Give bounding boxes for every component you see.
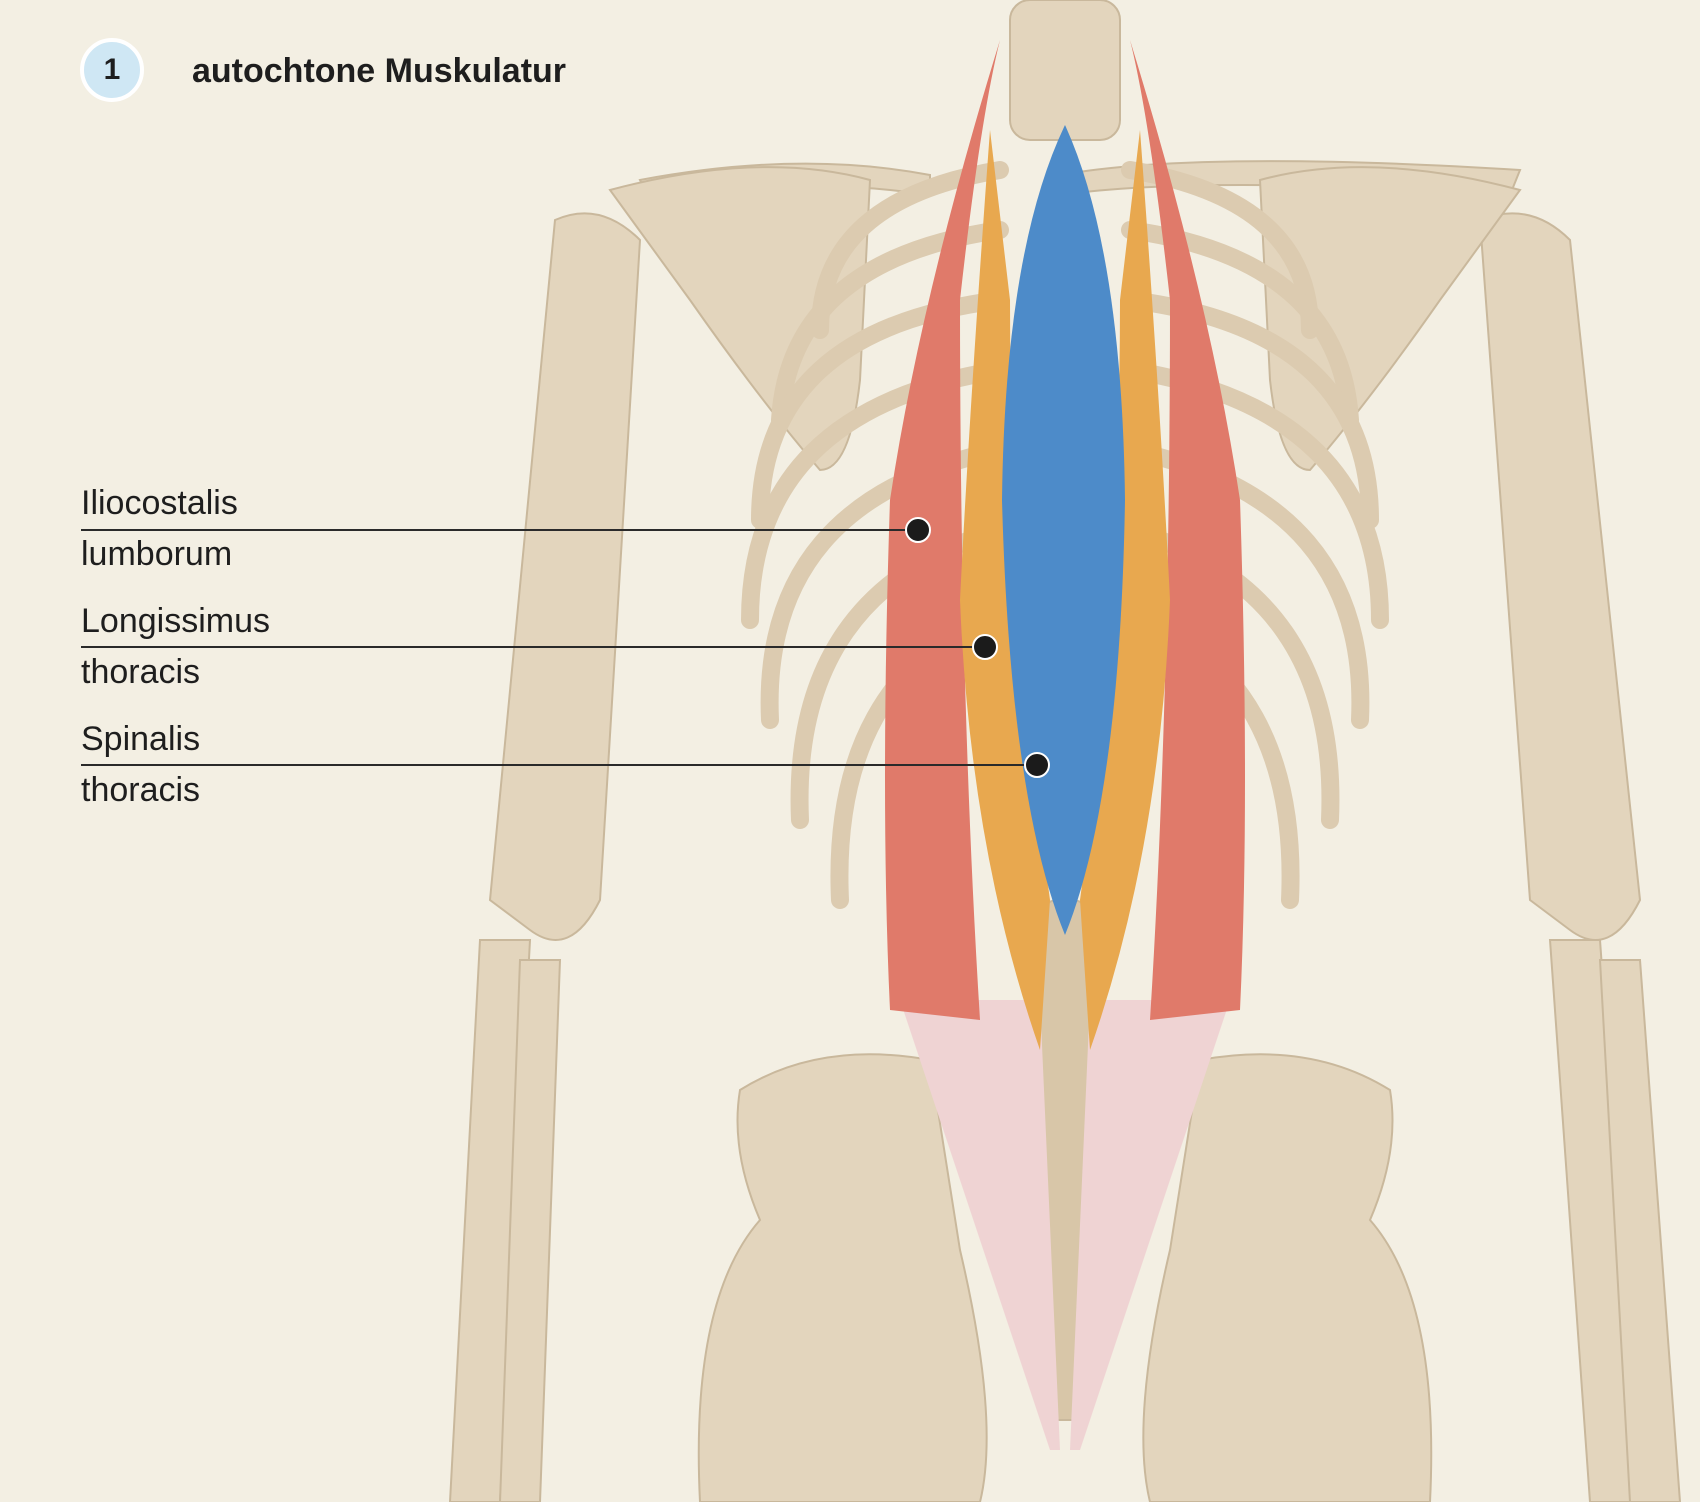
label-spinalis-line2: thoracis — [81, 771, 201, 809]
leader-line-iliocostalis — [81, 529, 918, 531]
spinalis — [1002, 125, 1125, 935]
iliocostalis-right — [1130, 40, 1245, 1020]
tendon-left — [900, 1000, 1060, 1450]
section-title: autochtone Muskulatur — [192, 52, 567, 90]
skeleton — [448, 0, 1682, 1502]
marker-dot-longissimus — [972, 634, 998, 660]
leader-line-spinalis — [81, 764, 1037, 766]
longissimus-left — [960, 130, 1050, 1050]
marker-dot-spinalis — [1024, 752, 1050, 778]
leader-line-longissimus — [81, 646, 985, 648]
iliocostalis-left — [885, 40, 1000, 1020]
label-spinalis-line1: Spinalis — [81, 720, 201, 758]
label-iliocostalis-line2: lumborum — [81, 535, 233, 573]
tendon-right — [1070, 1000, 1230, 1450]
label-longissimus-line1: Longissimus — [81, 602, 270, 640]
marker-dot-iliocostalis — [905, 517, 931, 543]
section-number-badge: 1 — [80, 38, 144, 102]
label-longissimus-line2: thoracis — [81, 653, 201, 691]
longissimus-right — [1080, 130, 1170, 1050]
muscles — [885, 40, 1245, 1450]
label-iliocostalis-line1: Iliocostalis — [81, 484, 238, 522]
